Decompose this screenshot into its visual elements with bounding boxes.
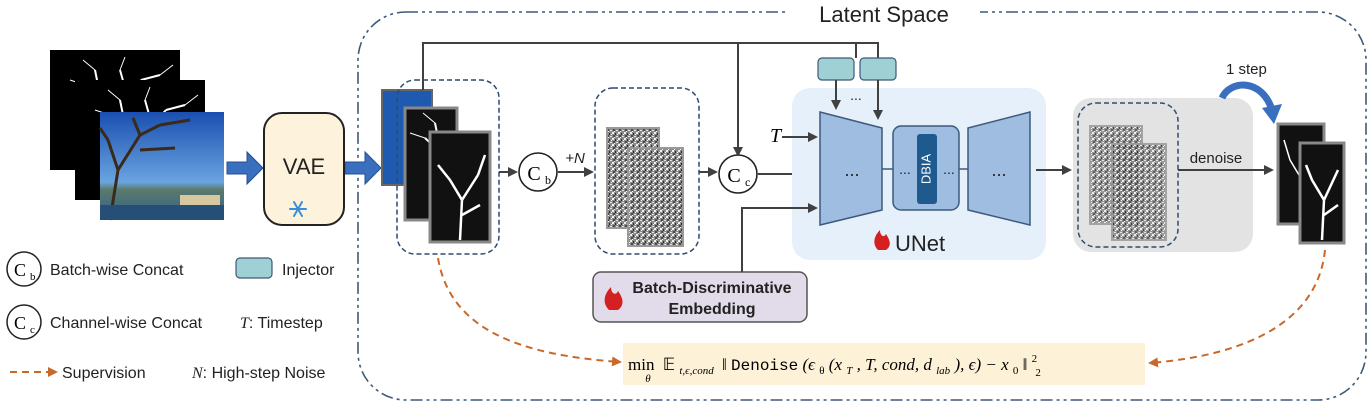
dbia-block — [917, 134, 937, 204]
legend: C b Batch-wise Concat Injector C c Chann… — [6, 251, 335, 382]
cb-node — [518, 152, 558, 192]
formula-norm-close: ‖ — [1023, 355, 1028, 374]
latent-group-dashed — [396, 79, 500, 255]
embedding-fire-icon — [604, 287, 623, 310]
formula-args-sub: T — [846, 365, 853, 377]
one-step-loop — [1218, 81, 1276, 112]
formula-func: Denoise — [731, 357, 798, 375]
legend-supervision-label: Supervision — [62, 365, 146, 382]
legend-timestep: T: Timestep — [240, 315, 323, 332]
formula-expect-sub: t,ϵ,cond — [679, 365, 714, 377]
formula-args-rest: , T, cond, d — [857, 355, 933, 374]
route-top-main — [422, 42, 879, 90]
formula-expect: 𝔼 — [663, 355, 675, 374]
unet-mid-ellipsis-left: ... — [899, 161, 911, 177]
injector-1 — [817, 57, 855, 81]
latent-space-title: Latent Space — [819, 2, 949, 27]
embedding-to-unet-arrow — [741, 203, 818, 272]
cc-symbol: C — [727, 165, 740, 187]
legend-batch-label: Batch-wise Concat — [50, 262, 184, 279]
formula-min: min — [628, 355, 655, 374]
injector-2 — [859, 57, 897, 81]
formula-args: (x — [829, 355, 843, 374]
cb-symbol: C — [527, 163, 540, 185]
dbia-label: DBIA — [918, 154, 933, 185]
legend-noise: N: High-step Noise — [191, 365, 325, 382]
loss-formula: min 𝔼 t,ϵ,cond ‖ Denoise (ϵ θ (x T , T, … — [628, 347, 1041, 379]
vae-label: VAE — [283, 154, 325, 179]
unet-decoder — [967, 111, 1031, 226]
formula-body: (ϵ — [802, 355, 816, 374]
legend-cc-node — [6, 304, 42, 340]
denoise-latent-2 — [1111, 143, 1167, 241]
legend-timestep-symbol: T — [240, 315, 250, 332]
unet-decoder-ellipsis: ... — [991, 160, 1006, 180]
supervision-left-curve — [437, 257, 622, 367]
legend-cc-symbol: C — [14, 313, 26, 333]
unet-encoder-ellipsis: ... — [844, 160, 859, 180]
cc-node — [718, 154, 758, 194]
legend-cb-node — [6, 251, 42, 287]
denoise-group-dashed — [1077, 102, 1179, 248]
unet-fire-icon — [874, 230, 890, 250]
formula-body-sub: θ — [819, 365, 824, 377]
formula-norm-open: ‖ — [722, 355, 727, 374]
noise-plus-label: +N — [565, 150, 585, 167]
unet-label: UNet — [895, 231, 945, 256]
input-to-vae-arrow — [226, 150, 264, 186]
formula-sup: 2 — [1032, 353, 1038, 365]
denoise-label: denoise — [1190, 150, 1243, 167]
one-step-arrowhead — [1262, 104, 1282, 124]
snowflake-icon — [289, 201, 307, 217]
legend-cb-symbol: C — [14, 260, 26, 280]
injector-ellipsis: ... — [850, 87, 862, 103]
formula-tail: ), ϵ) − x — [953, 355, 1009, 374]
legend-noise-symbol: N — [191, 365, 204, 382]
input-photo — [98, 112, 224, 221]
input-image-stack — [50, 50, 224, 221]
unet-mid-ellipsis-right: ... — [943, 161, 955, 177]
latent-title-bg — [788, 3, 980, 27]
legend-cb-sub: b — [30, 271, 36, 283]
supervision-right-curve — [1148, 249, 1326, 368]
embedding-box — [592, 271, 808, 323]
legend-cc-sub: c — [30, 324, 35, 336]
noise-latent-2 — [627, 147, 684, 247]
latent-stack — [381, 89, 521, 244]
cc-sub: c — [745, 175, 750, 189]
legend-injector-label: Injector — [282, 262, 335, 279]
cb-sub: b — [545, 173, 551, 187]
embedding-line1: Batch-Discriminative — [632, 280, 791, 297]
vae-to-latent-arrow — [344, 150, 382, 186]
one-step-label: 1 step — [1226, 61, 1267, 78]
legend-noise-label: : High-step Noise — [203, 365, 326, 382]
unet-encoder — [819, 111, 883, 226]
formula-box — [623, 343, 1145, 385]
legend-timestep-label: : Timestep — [249, 315, 323, 332]
legend-injector-swatch — [235, 257, 273, 279]
vae-box — [263, 112, 345, 226]
formula-min-sub: θ — [645, 373, 651, 385]
formula-x0-sub: 0 — [1013, 365, 1019, 377]
output-mask-stack — [1276, 122, 1346, 245]
timestep-symbol: T — [770, 125, 783, 147]
formula-sub: 2 — [1035, 367, 1041, 379]
legend-channel-label: Channel-wise Concat — [50, 315, 203, 332]
embedding-line2: Embedding — [668, 301, 755, 318]
formula-lab-sub: lab — [936, 365, 951, 377]
